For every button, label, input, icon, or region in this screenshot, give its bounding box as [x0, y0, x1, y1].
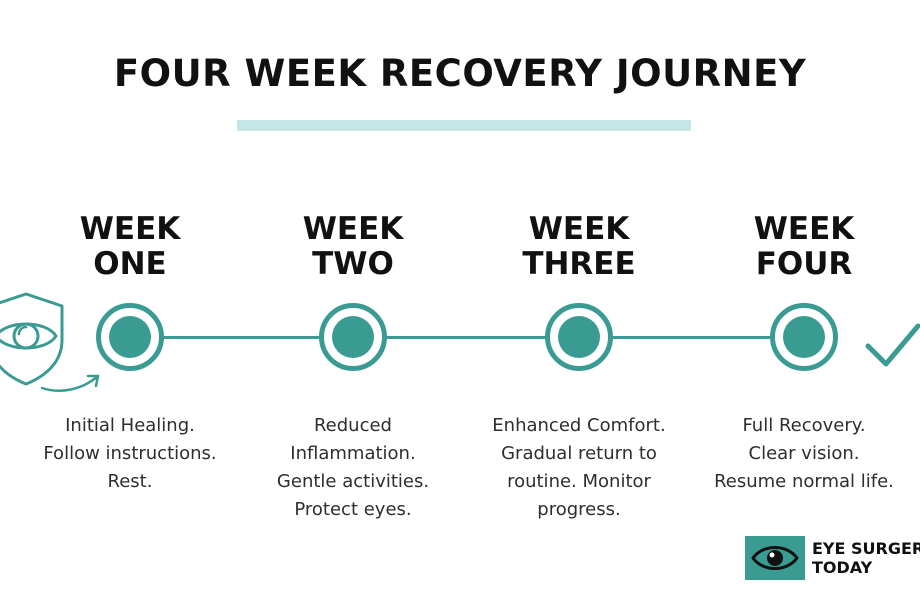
step-description-one: Initial Healing. Follow instructions. Re… [10, 412, 250, 496]
description-line: Initial Healing. [65, 415, 195, 436]
week-heading-line: WEEK [753, 211, 855, 247]
week-heading-four: WEEK FOUR [694, 212, 914, 282]
week-heading-line: TWO [312, 246, 394, 282]
description-line: Reduced [313, 415, 392, 436]
description-line: progress. [537, 499, 621, 520]
description-line: Inflammation. [290, 443, 416, 464]
week-heading-line: WEEK [79, 211, 181, 247]
week-heading-two: WEEK TWO [243, 212, 463, 282]
week-heading-line: FOUR [755, 246, 853, 282]
brand-logo-line: EYE SURGERY [812, 539, 920, 558]
step-description-four: Full Recovery. Clear vision. Resume norm… [684, 412, 920, 496]
week-heading-three: WEEK THREE [469, 212, 689, 282]
brand-logo-line: TODAY [812, 558, 873, 577]
description-line: Full Recovery. [742, 415, 866, 436]
description-line: routine. Monitor [507, 471, 651, 492]
brand-logo-text: EYE SURGERY TODAY [812, 539, 920, 577]
page-title: FOUR WEEK RECOVERY JOURNEY [113, 52, 807, 95]
step-description-three: Enhanced Comfort. Gradual return to rout… [459, 412, 699, 524]
week-heading-line: WEEK [528, 211, 630, 247]
shield-eye-icon [0, 290, 112, 404]
timeline-line [130, 336, 802, 339]
description-line: Enhanced Comfort. [492, 415, 666, 436]
title-underline [237, 120, 691, 131]
timeline-node-three [545, 303, 613, 371]
description-line: Resume normal life. [714, 471, 894, 492]
eye-icon [745, 536, 805, 580]
timeline-node-dot [109, 316, 151, 358]
description-line: Gradual return to [501, 443, 657, 464]
timeline-node-dot [332, 316, 374, 358]
timeline-node-four [770, 303, 838, 371]
description-line: Rest. [107, 471, 153, 492]
step-description-two: Reduced Inflammation. Gentle activities.… [233, 412, 473, 524]
description-line: Follow instructions. [43, 443, 217, 464]
description-line: Gentle activities. [276, 471, 430, 492]
brand-logo: EYE SURGERY TODAY [745, 536, 920, 580]
week-heading-one: WEEK ONE [20, 212, 240, 282]
week-heading-line: THREE [522, 246, 636, 282]
timeline-node-dot [558, 316, 600, 358]
description-line: Clear vision. [748, 443, 860, 464]
timeline-node-two [319, 303, 387, 371]
timeline-node-one [96, 303, 164, 371]
description-line: Protect eyes. [294, 499, 412, 520]
timeline-node-dot [783, 316, 825, 358]
checkmark-icon [864, 320, 920, 376]
week-heading-line: ONE [93, 246, 167, 282]
curved-arrow-icon [40, 374, 100, 392]
week-heading-line: WEEK [302, 211, 404, 247]
